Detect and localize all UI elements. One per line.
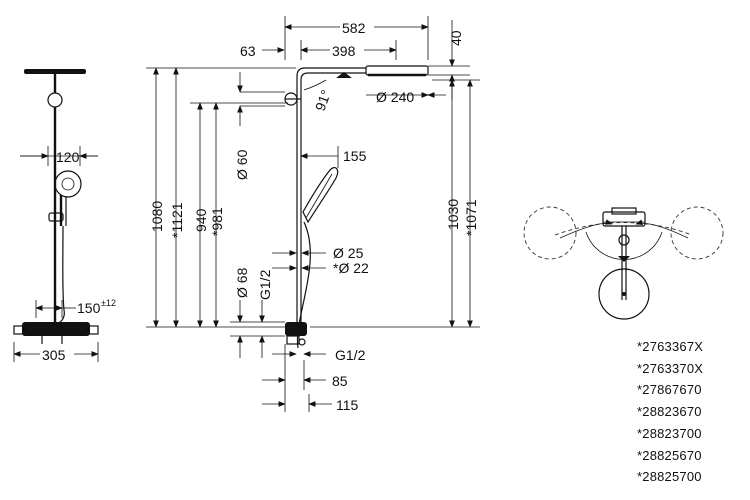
side-overhead-shower <box>365 65 429 76</box>
dim-arm-angle: 91° <box>312 88 334 113</box>
side-hand-shower <box>302 166 339 224</box>
front-thermostat <box>22 322 90 336</box>
front-arm-joint <box>47 92 63 108</box>
article-number: *28825670 <box>637 447 702 463</box>
side-thermostat <box>285 322 307 336</box>
article-number: *2763367X <box>637 339 704 354</box>
dim-height-981: *981 <box>209 207 225 236</box>
front-overhead-shower <box>24 69 86 74</box>
top-overhead-shower <box>598 268 650 320</box>
dim-arm-reach: 398 <box>332 43 356 59</box>
article-number: *2763370X <box>637 360 704 376</box>
article-number: *27867670 <box>637 382 702 398</box>
dim-wall-to-axis: 85 <box>332 373 348 389</box>
side-view: 582 398 63 40 Ø 240 91° Ø 60 155 <box>146 16 480 413</box>
dim-thread-b: G1/2 <box>335 347 366 363</box>
dim-head-diameter: Ø 240 <box>376 89 414 105</box>
dim-head-thickness: 40 <box>448 30 464 46</box>
dim-wall-to-front: 115 <box>336 397 359 413</box>
dim-total-reach: 582 <box>342 20 366 36</box>
dim-handshower-offset: 155 <box>343 148 367 164</box>
swivel-right-position <box>670 206 724 260</box>
article-number: *28823700 <box>637 425 702 441</box>
top-view <box>523 206 724 320</box>
article-number: *28825700 <box>637 469 702 485</box>
article-number-list: *2763367X *2763370X *27867670 *28823670 … <box>637 336 747 488</box>
dim-holder-diameter: Ø 60 <box>234 149 250 180</box>
dim-outlet-offset: 150 <box>77 300 101 316</box>
article-number: *28823670 <box>637 404 702 420</box>
front-handshower-holder <box>48 212 64 222</box>
front-hand-shower <box>54 170 82 198</box>
top-wall-bracket <box>602 211 646 227</box>
dim-height-1121: *1121 <box>169 202 185 238</box>
dim-head-width: 120 <box>56 149 80 165</box>
dim-wall-offset: 63 <box>240 43 256 59</box>
swivel-left-position <box>523 206 577 260</box>
dim-bracket-diameter: Ø 68 <box>234 267 250 298</box>
dim-thread-a: G1/2 <box>257 269 273 300</box>
dim-outlet-tolerance: ±12 <box>101 298 116 308</box>
dim-mixer-width: 305 <box>42 347 66 363</box>
dim-bar-diameter-a: Ø 25 <box>333 245 364 261</box>
dim-height-1071: *1071 <box>463 199 479 236</box>
dim-height-1080: 1080 <box>149 201 165 232</box>
front-hose <box>55 225 65 325</box>
dim-bar-diameter-b: *Ø 22 <box>333 260 369 276</box>
dim-height-1030: 1030 <box>445 199 461 230</box>
front-view: 120 150 ±12 305 <box>13 69 116 363</box>
dim-height-940: 940 <box>193 208 209 232</box>
